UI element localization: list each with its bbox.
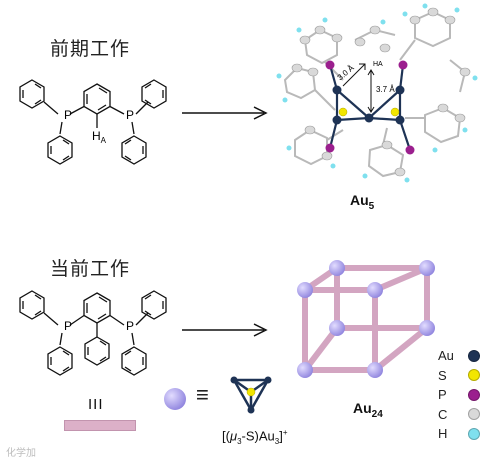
hydrogen-atoms <box>276 3 478 183</box>
equivalence-symbol: ≡ <box>196 382 209 407</box>
phosphorus-label-right: P <box>126 108 134 122</box>
cluster-node-sphere <box>164 388 186 410</box>
mu3-s-au3-triangle <box>230 376 272 414</box>
legend-row-c: C <box>438 405 480 425</box>
au5-label: Au5 <box>350 192 375 212</box>
gold-core-bonds <box>328 64 412 151</box>
legend-swatch-p <box>468 388 480 401</box>
au24-cube-framework <box>297 260 435 378</box>
legend-swatch-h <box>468 427 480 440</box>
legend-row-h: H <box>438 424 480 444</box>
sulfur-atoms <box>338 107 400 117</box>
cluster-node-formula: [(μ3-S)Au3]+ <box>222 428 288 446</box>
legend-label-h: H <box>438 426 448 442</box>
legend-label-p: P <box>438 387 447 403</box>
phosphorus-label-left: P <box>64 319 72 333</box>
linker-rod-legend <box>64 420 136 431</box>
previous-ligand-structure: P P HA <box>19 79 167 165</box>
legend-swatch-s <box>468 369 480 382</box>
phosphorus-atoms <box>325 60 415 155</box>
legend-swatch-au <box>468 349 480 362</box>
legend-row-au: Au <box>438 346 480 366</box>
cube-edges <box>302 265 430 373</box>
carbon-atoms <box>291 7 471 177</box>
legend-label-s: S <box>438 367 447 383</box>
distance-label-2: 3.7 Å <box>376 85 395 94</box>
distance-label-1: 3.0 Å <box>336 63 357 82</box>
gold-atoms <box>332 85 405 125</box>
au5-crystal-structure: 3.0 Å 3.7 Å HA <box>276 3 478 183</box>
au5-ligand-framework <box>283 10 466 178</box>
phosphorus-label-left: P <box>64 108 72 122</box>
hydrogen-a-label: HA <box>92 129 107 145</box>
current-ligand-structure: P P <box>19 290 167 376</box>
reaction-arrow-top <box>182 106 268 120</box>
ha-small-label: HA <box>373 61 383 68</box>
current-work-heading: 当前工作 <box>50 258 131 280</box>
ligand-bonds <box>19 79 167 165</box>
distance-arrows <box>342 63 375 113</box>
phosphorus-label-right: P <box>126 319 134 333</box>
watermark: 化学加 <box>6 448 36 459</box>
cube-nodes <box>297 260 435 378</box>
linker-symbol: III <box>88 396 104 413</box>
legend-swatch-c <box>468 408 480 421</box>
reaction-arrow-bottom <box>182 323 268 337</box>
ligand-bonds <box>19 290 167 376</box>
legend-row-s: S <box>438 366 480 386</box>
legend-label-c: C <box>438 406 448 422</box>
previous-work-heading: 前期工作 <box>50 38 131 60</box>
legend-row-p: P <box>438 385 480 405</box>
au24-label: Au24 <box>353 400 383 420</box>
legend-label-au: Au <box>438 348 454 364</box>
